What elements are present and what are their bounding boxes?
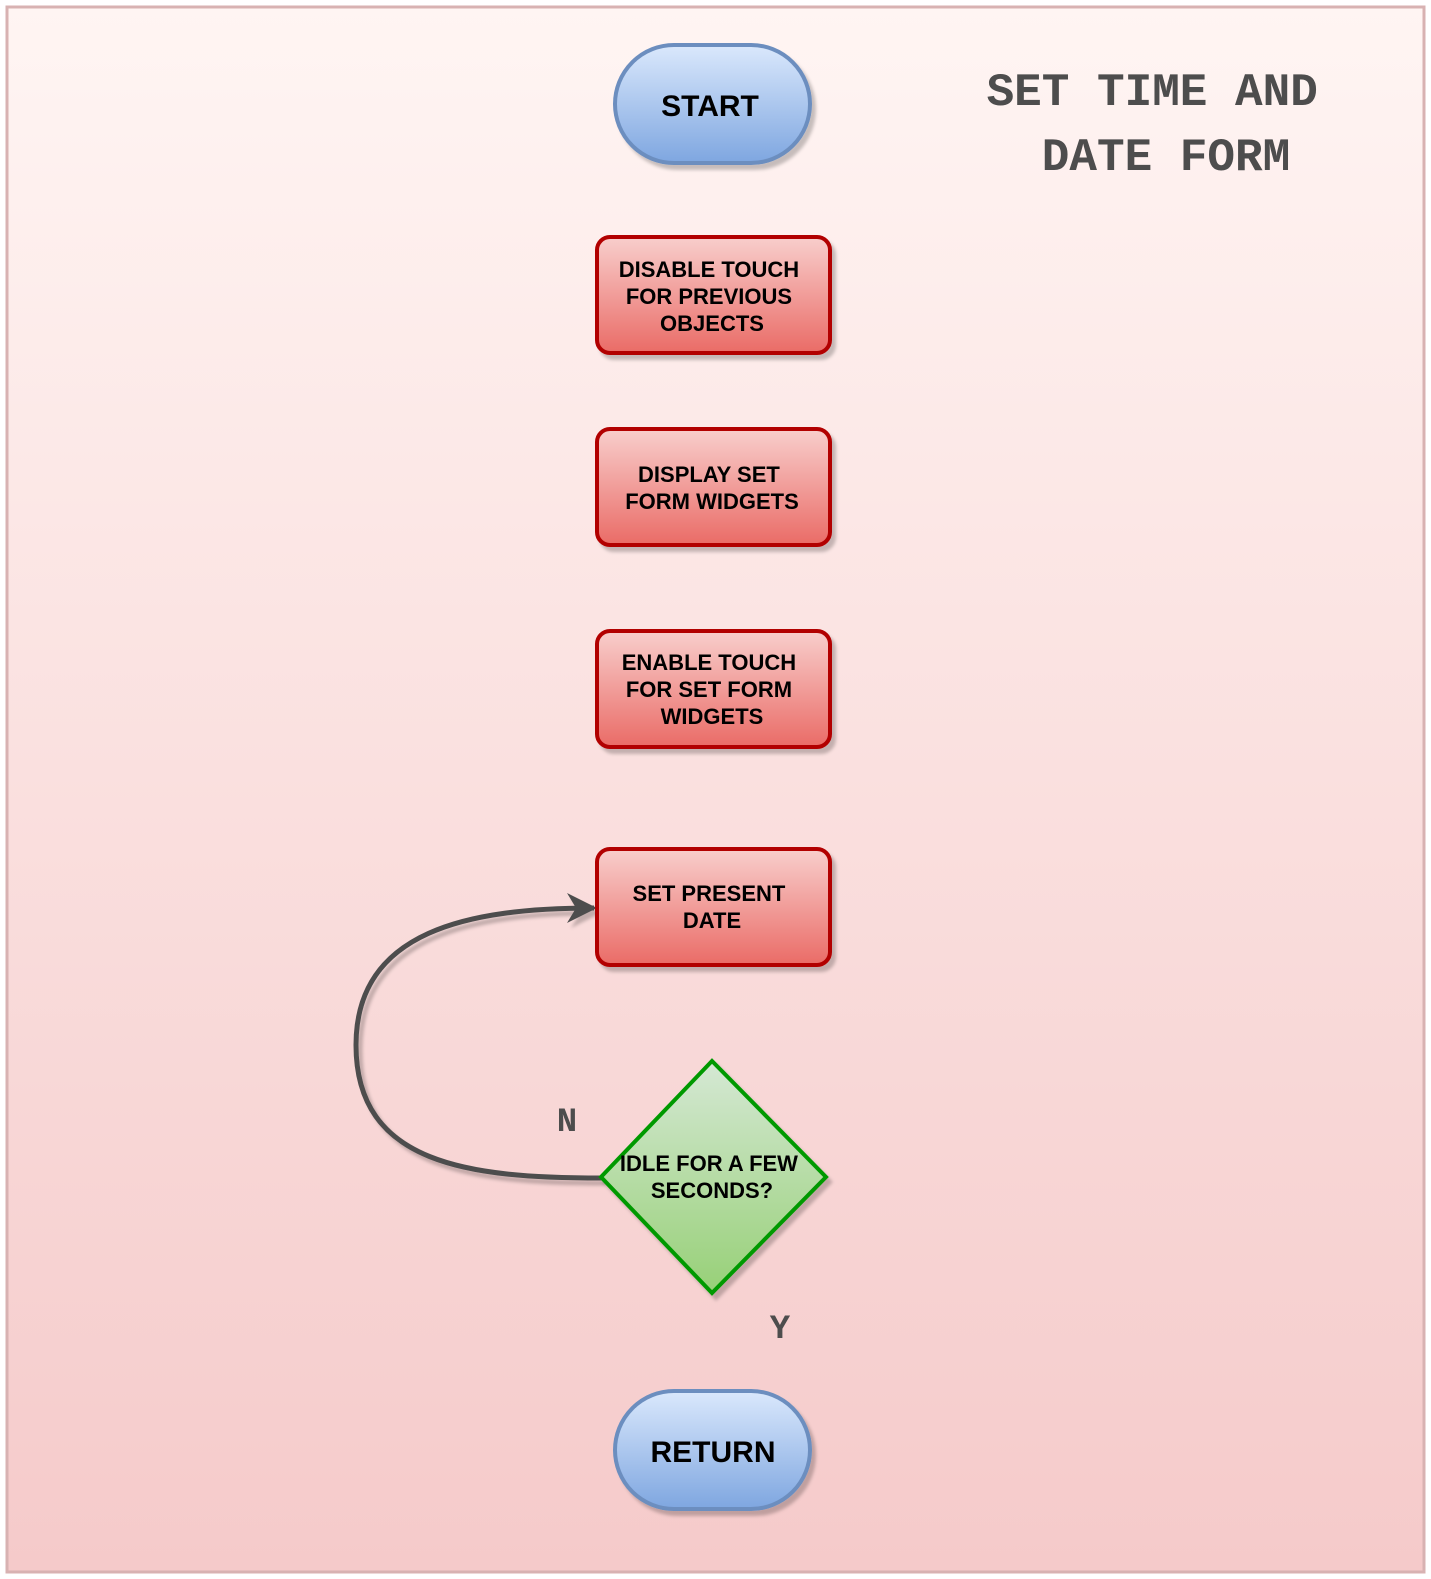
set-date-node-label: SET PRESENT DATE bbox=[633, 881, 792, 933]
display-widgets-node: DISPLAY SET FORM WIDGETS bbox=[595, 427, 832, 547]
set-date-node-shape bbox=[595, 847, 832, 967]
return-node-shape bbox=[613, 1389, 812, 1511]
edge-label-yes: Y bbox=[770, 1311, 791, 1349]
set-date-node: SET PRESENT DATE bbox=[595, 847, 832, 967]
start-node: START bbox=[613, 43, 812, 165]
enable-touch-node: ENABLE TOUCH FOR SET FORM WIDGETS bbox=[595, 629, 832, 749]
edge-idle-check-no-loop bbox=[353, 893, 603, 1181]
start-node-shape bbox=[613, 43, 812, 165]
return-node: RETURN bbox=[613, 1389, 812, 1511]
idle-check-node-shape bbox=[598, 1058, 829, 1296]
disable-touch-node-shape bbox=[595, 235, 832, 355]
return-node-label: RETURN bbox=[651, 1436, 776, 1469]
start-node-label: START bbox=[661, 90, 759, 123]
disable-touch-node: DISABLE TOUCH FOR PREVIOUS OBJECTS bbox=[595, 235, 832, 355]
idle-check-node-label: IDLE FOR A FEW SECONDS? bbox=[620, 1151, 804, 1203]
enable-touch-node-label: ENABLE TOUCH FOR SET FORM WIDGETS bbox=[622, 650, 803, 729]
edge-label-no: N bbox=[557, 1104, 577, 1142]
idle-check-node: IDLE FOR A FEW SECONDS? bbox=[598, 1058, 829, 1296]
diagram-title: SET TIME AND DATE FORM bbox=[987, 67, 1346, 184]
display-widgets-node-label: DISPLAY SET FORM WIDGETS bbox=[625, 462, 799, 514]
diagram-title-line: SET TIME AND bbox=[987, 67, 1318, 119]
enable-touch-node-shape bbox=[595, 629, 832, 749]
diagram-title-line: DATE FORM bbox=[1042, 132, 1290, 184]
display-widgets-node-shape bbox=[595, 427, 832, 547]
edges bbox=[353, 165, 730, 1390]
disable-touch-node-label: DISABLE TOUCH FOR PREVIOUS OBJECTS bbox=[619, 257, 806, 336]
